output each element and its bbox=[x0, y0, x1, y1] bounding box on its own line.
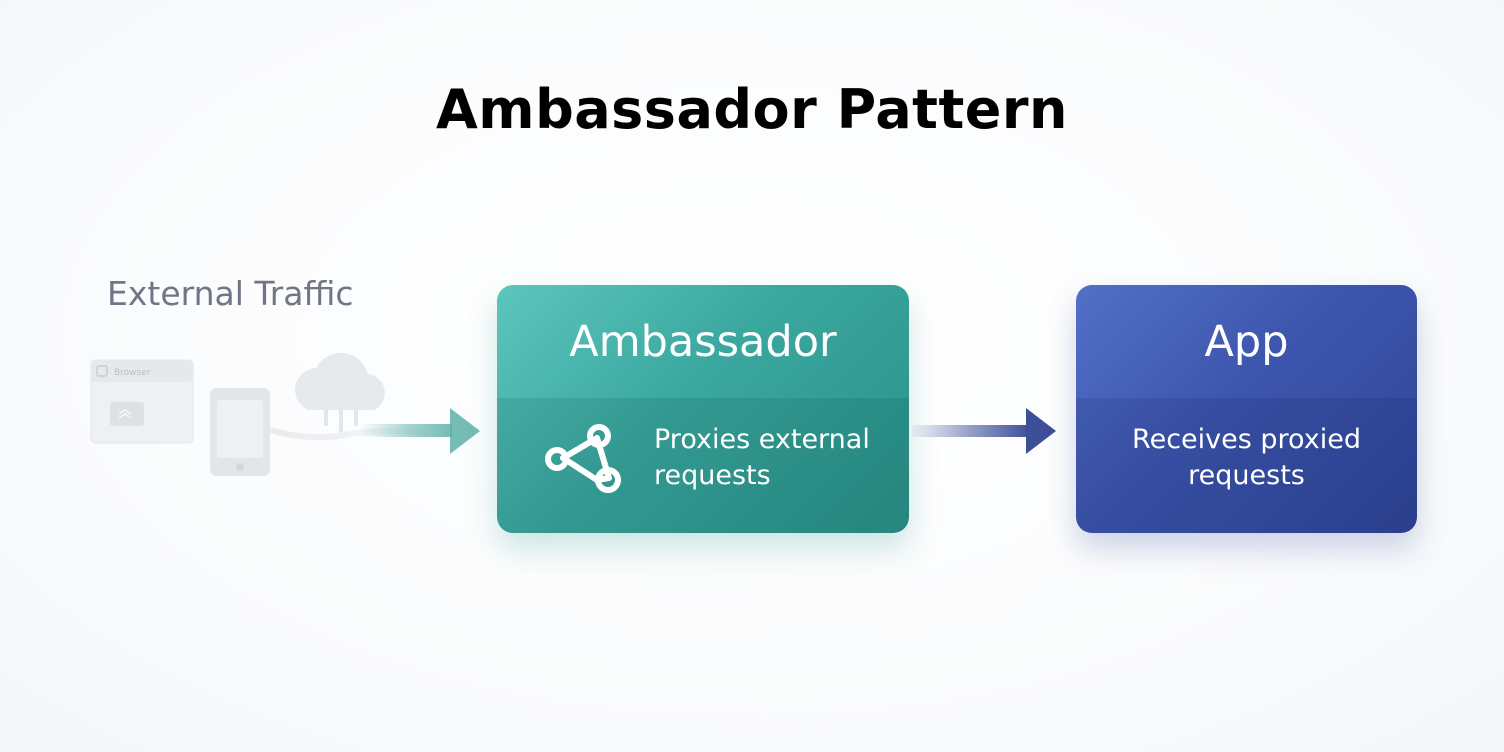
browser-tab-label: Browser bbox=[114, 368, 151, 378]
ambassador-description-line2: requests bbox=[654, 460, 771, 491]
arrow-traffic-to-ambassador bbox=[360, 408, 480, 454]
app-description-line1: Receives proxied bbox=[1132, 424, 1361, 455]
app-description: Receives proxied requests bbox=[1076, 422, 1417, 494]
app-box: App Receives proxied requests bbox=[1076, 285, 1417, 533]
ambassador-title: Ambassador bbox=[569, 316, 837, 367]
ambassador-description-line1: Proxies external bbox=[654, 424, 870, 455]
external-traffic-label: External Traffic bbox=[107, 274, 354, 313]
app-title: App bbox=[1204, 316, 1289, 367]
ambassador-box: Ambassador Proxies external requests bbox=[497, 285, 909, 533]
external-traffic-devices: Browser bbox=[90, 352, 431, 476]
ambassador-description: Proxies external requests bbox=[654, 422, 894, 494]
app-description-line2: requests bbox=[1188, 460, 1305, 491]
proxy-nodes-icon bbox=[545, 424, 621, 493]
diagram-title: Ambassador Pattern bbox=[436, 78, 1068, 141]
arrow-ambassador-to-app bbox=[912, 408, 1056, 454]
smartphone-icon bbox=[210, 388, 270, 476]
browser-window-icon: Browser bbox=[90, 359, 194, 444]
